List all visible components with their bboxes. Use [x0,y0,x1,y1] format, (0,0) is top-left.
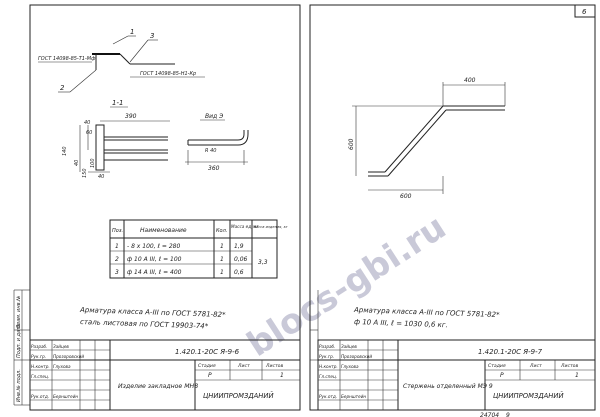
right-name-2: Прозоровский [341,354,372,359]
dim-360: 360 [208,165,220,172]
row2-qty: 1 [220,256,224,263]
row1-name: - 8 х 100, ℓ = 280 [127,243,180,250]
view-e: Вид Э R 40 360 [185,113,249,172]
right-stage: Р [500,372,504,379]
dim-600-horiz: 600 [400,193,412,200]
dim-60: 60 [86,130,92,136]
left-hdr-sheet: Лист [237,363,250,369]
left-hdr-sheets: Листов [265,363,283,369]
spec-table: Поз. Наименование Кол. Масса ед, кг Масс… [109,219,288,279]
row2-pos: 2 [115,256,119,263]
callout-1: 1 [130,28,134,36]
left-role-5: Рук.отд. [31,394,49,399]
bottom-num: 9 [506,412,510,417]
right-role-4: Гл.спец. [319,374,337,379]
th-mass-unit: Масса ед, кг [231,224,259,229]
th-name: Наименование [140,227,187,234]
right-note-1: Арматура класса А-III по ГОСТ 5781-82* [353,306,500,319]
right-role-3: Н.контр. [319,364,338,369]
watermark: blocs-gbi.ru [240,207,453,365]
right-role-1: Разраб. [319,344,335,349]
callout-2: 2 [60,84,65,92]
row1-mass: 1,9 [234,243,244,250]
row1-qty: 1 [220,243,224,250]
right-note-2: ф 10 А III, ℓ = 1030 0,6 кг. [354,318,448,329]
right-sheet-num: 1 [575,372,579,379]
page-number: 6 [582,8,587,16]
row3-mass: 0,6 [234,269,244,276]
right-name-1: Зайцев [341,344,357,349]
right-role-5: Рук.отд. [319,394,337,399]
right-sheet: 6 400 600 600 Арматура класса А-III п [309,4,596,417]
dim-150: 150 [82,168,88,178]
left-name-3: Глухова [53,364,71,369]
row3-name: ф 14 А III, ℓ = 400 [127,269,182,276]
th-pos: Поз. [112,228,123,234]
dim-40c: 40 [98,174,104,180]
row1-pos: 1 [115,243,119,250]
right-hdr-sheets: Листов [560,363,578,369]
row2-name: ф 10 А III, ℓ = 100 [127,256,182,263]
left-role-1: Разраб. [31,344,47,349]
left-name-5: Бернштейн [53,394,78,399]
right-name-5: Бернштейн [341,394,366,399]
section-label: 1-1 [112,99,123,107]
side-stamp-1: Взам. инв.№ [16,296,22,328]
left-stage: Р [208,372,212,379]
detail-top: 1 3 2 ГОСТ 14098-85-Т1-Мф ГОСТ 14098-85-… [38,28,205,93]
right-stamp-code: 1.420.1-20С Я-9-7 [478,348,543,356]
right-role-2: Рук.гр. [319,354,334,359]
radius-40: R 40 [205,148,216,154]
gost-label-1: ГОСТ 14098-85-Т1-Мф [38,56,96,62]
left-role-4: Гл.спец. [31,374,49,379]
total-mass: 3,3 [258,259,268,266]
left-note-1: Арматура класса А-III по ГОСТ 5781-82* [79,306,226,319]
th-mass-total: Масса изделия, кг [253,225,288,229]
view-label: Вид Э [205,113,224,120]
side-stamp-2: Подп. и дата [16,324,22,358]
left-org: ЦНИИПРОМЗДАНИЙ [203,391,274,400]
side-stamp-3: Инв.№ подл. [16,369,22,402]
gost-label-2: ГОСТ 14098-85-Н1-Кр [140,71,196,77]
dim-400: 400 [464,77,476,84]
dim-390: 390 [125,113,137,120]
left-sheet-num: 1 [280,372,284,379]
right-org: ЦНИИПРОМЗДАНИЙ [493,391,564,400]
left-name-1: Зайцев [53,344,69,349]
dim-100: 100 [90,158,96,168]
dim-40b: 40 [74,160,80,166]
dim-140: 140 [62,146,68,156]
th-qty: Кол. [216,228,227,234]
bent-bar: 400 600 600 [348,77,506,200]
bottom-code: 24704 [480,412,499,417]
right-title-block: Разраб. Рук.гр. Н.контр. Гл.спец. Рук.от… [317,339,596,411]
left-note-2: сталь листовая по ГОСТ 19903-74* [80,318,209,330]
right-name-3: Глухова [341,364,359,369]
left-role-3: Н.контр. [31,364,50,369]
dim-600-vert: 600 [348,138,355,150]
left-stamp-code: 1.420.1-20С Я-9-6 [175,348,240,356]
callout-3: 3 [150,32,154,40]
right-stamp-title: Стержень отделенный МЭ 9 [403,383,493,390]
left-stamp-title-1: Изделие закладное МН8 [118,383,198,390]
left-hdr-stage: Стадия [198,363,216,369]
section-1-1: 1-1 390 40 60 140 40 100 150 40 [62,99,170,180]
right-hdr-stage: Стадия [488,363,506,369]
row2-mass: 0,06 [234,256,248,263]
left-name-2: Прозоровский [53,354,84,359]
left-title-block: Разраб. Рук.гр. Н.контр. Гл.спец. Рук.от… [29,339,301,411]
left-role-2: Рук.гр. [31,354,46,359]
dim-40: 40 [84,120,90,126]
row3-pos: 3 [115,269,119,276]
right-hdr-sheet: Лист [529,363,542,369]
row3-qty: 1 [220,269,224,276]
